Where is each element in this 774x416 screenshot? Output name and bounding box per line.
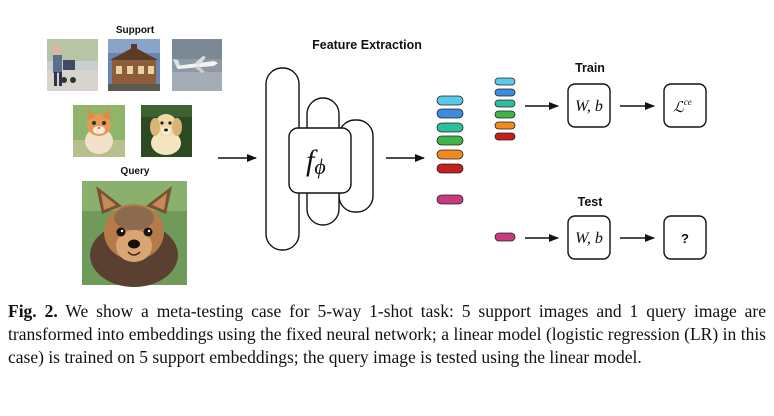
feature-extraction-label: Feature Extraction xyxy=(312,38,422,52)
embedding-support-4 xyxy=(436,135,464,146)
train-linear-model-box xyxy=(567,83,611,128)
support-image-airplane xyxy=(172,39,222,91)
embedding-support-3 xyxy=(436,122,464,133)
train-embedding-2 xyxy=(494,88,516,97)
embedding-support-1 xyxy=(436,95,464,106)
support-image-puppy xyxy=(141,105,192,157)
embedding-support-5 xyxy=(436,149,464,160)
embedding-support-2 xyxy=(436,108,464,119)
train-embedding-3 xyxy=(494,99,516,108)
support-label: Support xyxy=(116,25,155,36)
loss-label: ℒce xyxy=(673,97,692,116)
query-image-terrier xyxy=(82,181,187,287)
train-embedding-6 xyxy=(494,132,516,141)
caption-text: We show a meta-testing case for 5-way 1-… xyxy=(8,301,766,367)
figure-caption: Fig. 2. We show a meta-testing case for … xyxy=(8,300,766,369)
embedding-support-6 xyxy=(436,163,464,174)
prediction-box xyxy=(663,215,707,260)
feature-extractor-network xyxy=(265,67,374,251)
test-linear-model-box xyxy=(567,215,611,260)
embedding-query xyxy=(436,194,464,205)
caption-label: Fig. 2. xyxy=(8,301,58,321)
support-image-building xyxy=(108,39,160,91)
prediction-unknown: ? xyxy=(681,231,689,246)
loss-box xyxy=(663,83,707,128)
support-image-kitten xyxy=(73,105,125,157)
network-layer-core xyxy=(288,127,352,194)
train-embedding-1 xyxy=(494,77,516,86)
test-embedding xyxy=(494,232,516,242)
train-embeddings xyxy=(494,77,516,141)
train-embedding-5 xyxy=(494,121,516,130)
test-model-params: W, b xyxy=(575,230,603,247)
train-label: Train xyxy=(575,61,605,75)
test-label: Test xyxy=(578,195,604,209)
train-model-params: W, b xyxy=(575,98,603,115)
support-embeddings xyxy=(436,95,464,174)
query-label: Query xyxy=(121,166,150,177)
train-embedding-4 xyxy=(494,110,516,119)
support-image-child xyxy=(47,39,98,91)
